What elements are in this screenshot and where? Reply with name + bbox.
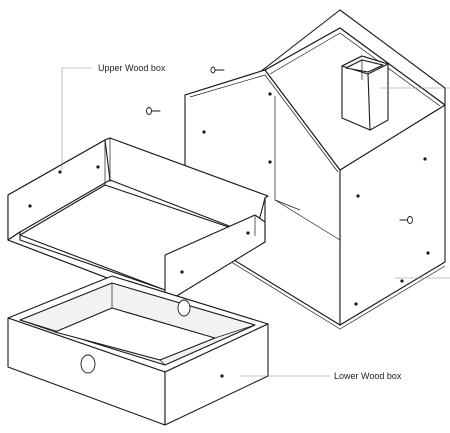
upper-wood-box: [7, 137, 269, 301]
callout-lower: Lower Wood box: [240, 371, 402, 381]
house-screws: [202, 92, 430, 306]
callout-upper: Upper Wood box: [61, 63, 166, 170]
screw-left: [146, 107, 161, 115]
label-lower-wood-box: Lower Wood box: [334, 371, 402, 381]
lower-box-front-hole: [80, 354, 96, 374]
lower-wood-box: [7, 275, 269, 426]
label-upper-wood-box: Upper Wood box: [98, 63, 166, 73]
lower-box-back-hole: [177, 299, 191, 317]
house-body: [184, 9, 446, 330]
screw-roof: [210, 66, 225, 74]
screw-right: [399, 216, 413, 224]
chimney: [341, 55, 389, 131]
